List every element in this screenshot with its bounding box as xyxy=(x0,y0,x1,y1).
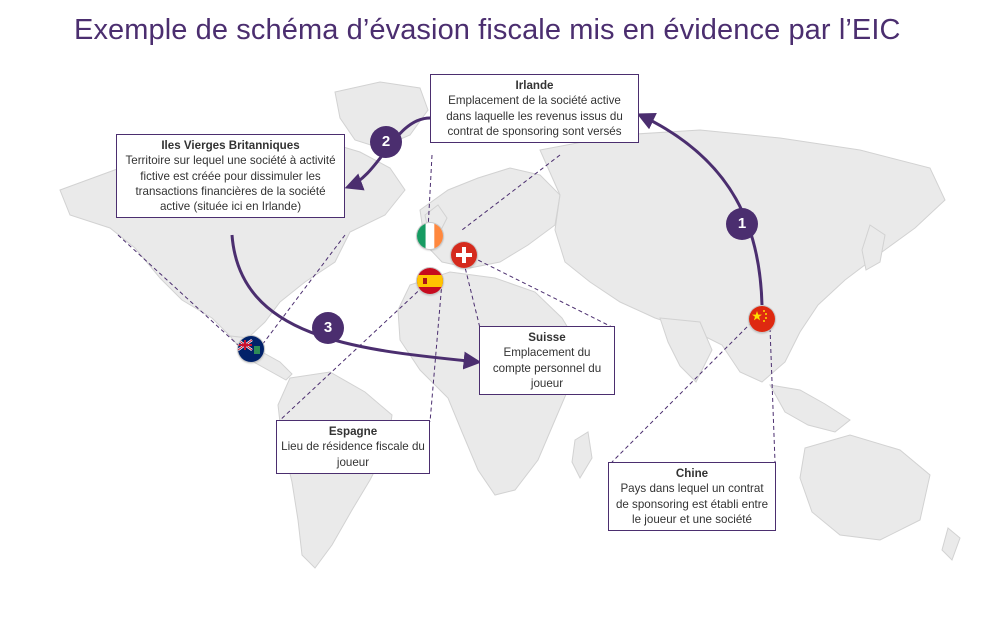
step-1-badge: 1 xyxy=(726,208,758,240)
espagne-description: Lieu de résidence fiscale du joueur xyxy=(281,440,425,469)
arrow-1 xyxy=(636,113,764,306)
bvi-box: Iles Vierges Britanniques Territoire sur… xyxy=(116,134,345,219)
ireland-flag xyxy=(417,223,443,249)
page-title: Exemple de schéma d’évasion fiscale mis … xyxy=(74,14,901,46)
step-3-badge: 3 xyxy=(312,312,344,344)
new-zealand xyxy=(941,527,961,561)
greenland xyxy=(334,81,429,149)
bvi-description: Territoire sur lequel une société à acti… xyxy=(125,154,336,214)
espagne-box: Espagne Lieu de résidence fiscale du jou… xyxy=(276,420,430,474)
suisse-box: Suisse Emplacement du compte personnel d… xyxy=(479,326,615,396)
china-flag xyxy=(749,306,775,332)
irlande-box: Irlande Emplacement de la société active… xyxy=(430,74,639,144)
europe xyxy=(419,167,561,269)
bvi-title: Iles Vierges Britanniques xyxy=(161,139,300,152)
suisse-title: Suisse xyxy=(528,331,566,344)
suisse-description: Emplacement du compte personnel du joueu… xyxy=(492,346,602,390)
step-2-badge: 2 xyxy=(370,126,402,158)
british-virgin-islands-flag xyxy=(238,336,264,362)
australia xyxy=(799,434,931,541)
irlande-description: Emplacement de la société active dans la… xyxy=(446,94,623,138)
southeast-asia xyxy=(769,384,851,433)
chine-title: Chine xyxy=(675,467,709,480)
spain-flag xyxy=(417,268,443,294)
chine-box: Chine Pays dans lequel un contrat de spo… xyxy=(608,462,776,532)
switzerland-flag xyxy=(451,242,477,268)
madagascar xyxy=(571,431,593,480)
india xyxy=(659,317,713,383)
asia xyxy=(539,129,946,383)
espagne-title: Espagne xyxy=(328,425,378,438)
irlande-title: Irlande xyxy=(515,79,554,92)
japan xyxy=(861,224,886,271)
chine-description: Pays dans lequel un contrat de sponsorin… xyxy=(615,482,769,526)
leader-lines xyxy=(117,154,776,463)
